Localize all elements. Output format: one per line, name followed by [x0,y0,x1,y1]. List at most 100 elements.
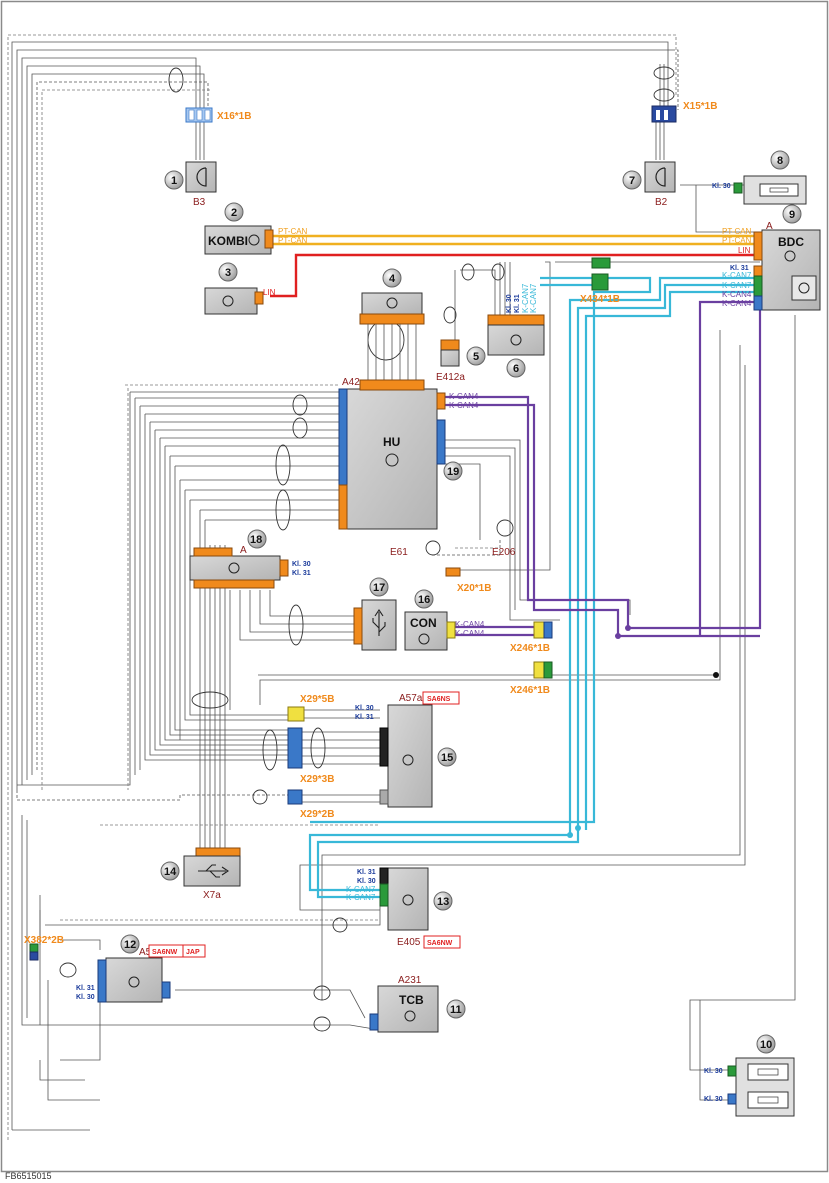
badge-3-icon [218,262,238,282]
code-b3: B3 [193,197,206,208]
m12-kl30: Kl. 30 [76,994,95,1001]
connector-x29-2: X29*2B [300,809,334,820]
badge-5-icon [466,346,486,366]
m12-kl31: Kl. 31 [76,985,95,992]
k-can4-junctions [615,625,631,639]
code-x7a: X7a [203,890,221,901]
badge-7-icon [622,170,642,190]
badge-9-icon [782,204,802,224]
tag-e405-sa6nw: SA6NW [427,940,453,947]
badge-14-icon [160,861,180,881]
badge-17-icon [369,577,389,597]
code-e412a: E412a [436,372,465,383]
e405-kcan7-1: K-CAN7 [346,885,376,894]
badge-5: 5 [473,351,479,363]
e405-kcan7-2: K-CAN7 [346,893,376,902]
e405-kl31: Kl. 31 [357,869,376,876]
module-con [404,611,456,651]
usb-icon-2 [198,864,229,878]
badge-2-icon [224,202,244,222]
bdc-title: BDC [778,235,804,249]
tcb-code: A231 [398,975,422,986]
module-15 [379,704,433,808]
tag-sa6ns-box [422,691,460,705]
usb-icon [372,609,386,636]
tcb-title: TCB [399,993,424,1007]
badge-18: 18 [250,534,262,546]
badge-18-icon [247,529,267,549]
connector-x382-body [29,943,39,961]
tag-jap-box [182,944,206,958]
hu-code: A42 [342,377,360,388]
connector-x15: X15*1B [683,101,717,112]
connector-x29-5-body [287,706,305,722]
fuse-module-8 [733,175,807,205]
bdc-kl31: Kl. 31 [730,265,749,272]
badge-14: 14 [164,866,177,878]
fuse-8-kl30: Kl. 30 [712,183,731,190]
connector-x246b: X246*1B [510,685,550,696]
badge-19: 19 [447,466,459,478]
badge-6: 6 [513,363,519,375]
module-17-usb [353,599,397,651]
bdc-lin: LIN [738,246,751,255]
kombi-pt-can-1: PT-CAN [278,227,308,236]
tag-12-sa6nw: SA6NW [152,949,178,956]
m6-kl30: Kl. 30 [506,294,513,313]
fuse-module-10 [727,1057,795,1117]
badge-11-icon [446,999,466,1019]
connector-x434-block [591,257,611,291]
module-18-code: A [240,545,247,556]
connector-x434: X434*1B [580,294,620,305]
connector-x382: X382*2B [24,935,64,946]
e405-kl30: Kl. 30 [357,878,376,885]
k-can4-bus [444,293,762,638]
module-e412a [440,339,460,367]
badge-12-icon [120,934,140,954]
sensor-b2 [644,105,677,193]
badge-13-icon [433,891,453,911]
connector-x246a-body [533,621,553,639]
module-3-lin: LIN [263,288,276,297]
con-kcan4-1: K-CAN4 [455,620,485,629]
badge-13: 13 [437,896,449,908]
con-kcan4-2: K-CAN4 [455,629,485,638]
badge-15-icon [437,747,457,767]
code-e206: E206 [492,547,516,558]
badge-12: 12 [124,939,136,951]
badge-1: 1 [171,175,177,187]
tag-jap: JAP [186,949,200,956]
lin-bus [270,253,758,298]
module-4 [359,292,425,380]
module-hu [338,379,446,530]
m18-kl30: Kl. 30 [292,561,311,568]
module-tcb [369,985,439,1033]
badge-10-icon [756,1034,776,1054]
kombi-title: KOMBI [208,234,248,248]
ground-junction [713,672,719,678]
pt-can-bus [272,234,758,246]
module-12-code: A5 [139,947,152,958]
m10-kl30-2: Kl. 30 [704,1096,723,1103]
badge-17: 17 [373,582,385,594]
kombi-pt-can-2: PT-CAN [278,236,308,245]
ground-wires [11,41,796,1131]
connector-x246a: X246*1B [510,643,550,654]
code-e61: E61 [390,547,408,558]
module-14-usb [183,847,241,887]
badge-16: 16 [418,594,430,606]
badge-2: 2 [231,207,237,219]
badge-4: 4 [389,273,396,285]
con-title: CON [410,616,437,630]
m15-kl30: Kl. 30 [355,705,374,712]
connector-x29-3-body [287,727,303,769]
badge-4-icon [382,268,402,288]
connector-x20: X20*1B [457,583,491,594]
module-6-labels: Kl. 30 Kl. 31 K-CAN7 K-CAN7 [506,283,538,313]
bdc-kcan7-1: K-CAN7 [722,271,752,280]
badge-11: 11 [450,1004,462,1016]
module-3 [204,287,264,315]
module-kombi [204,225,274,255]
badge-9: 9 [789,209,795,221]
badge-7: 7 [629,175,635,187]
